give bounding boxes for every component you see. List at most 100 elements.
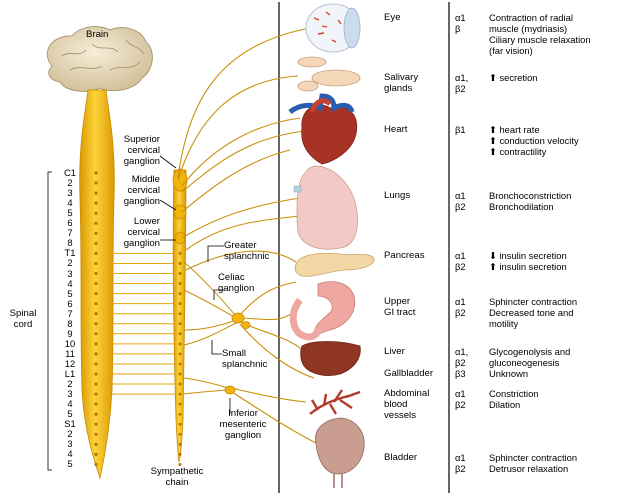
segment-label: 2 <box>67 257 73 269</box>
cord-segment-dot <box>94 281 98 286</box>
segment-label: 5 <box>67 207 73 219</box>
organ-effect: ⬆ heart rate ⬆ conduction velocity ⬆ con… <box>489 124 579 157</box>
cord-segment-dot <box>94 372 98 376</box>
celiac-ganglion-label: Celiac ganglion <box>218 272 255 294</box>
cord-segment-dot <box>94 342 98 346</box>
leader-lines <box>47 155 231 471</box>
cord-segment-dot <box>94 191 98 195</box>
organ-name: Liver <box>384 346 405 357</box>
cord-segment-dot <box>94 362 98 366</box>
stomach-illustration <box>289 281 356 341</box>
receptor-type: β1 <box>455 124 466 135</box>
organ-effect: Contraction of radial muscle (mydriasis)… <box>489 12 591 56</box>
segment-label: 5 <box>67 408 73 420</box>
small-splanchnic-label: Small splanchnic <box>222 348 268 370</box>
cord-segment-dot <box>94 312 98 316</box>
cord-segment-dot <box>94 302 98 306</box>
cord-segment-dot <box>94 211 98 215</box>
organ-effect: ⬆ secretion <box>489 72 538 83</box>
segment-label: 3 <box>67 438 73 450</box>
lungs-illustration <box>293 165 358 250</box>
cord-segment-dot <box>94 352 98 356</box>
chain-ganglion-dot <box>178 312 182 316</box>
organ-effect: Constriction Dilation <box>489 388 539 410</box>
middle-cervical-ganglion-node <box>173 204 187 220</box>
segment-label: 5 <box>67 458 73 470</box>
segment-label: C1 <box>64 167 76 178</box>
organ-name: Abdominal blood vessels <box>384 388 430 421</box>
organ-name: Salivary glands <box>384 72 419 94</box>
segment-label: 11 <box>65 347 75 359</box>
sympathetic-chain-label: Sympathetic chain <box>150 466 204 488</box>
segment-label: 2 <box>67 177 73 189</box>
cord-segment-dot <box>94 201 98 205</box>
chain-ganglion-dot <box>178 282 182 286</box>
eye-illustration <box>305 3 361 53</box>
chain-ganglion-dot <box>178 261 182 265</box>
segment-label: S1 <box>64 418 76 430</box>
segment-label: 10 <box>64 337 76 349</box>
bladder-illustration <box>315 417 365 488</box>
organ-effect: Unknown <box>489 368 529 379</box>
organ-name: Bladder <box>384 452 418 463</box>
cord-segment-dot <box>94 412 98 416</box>
segment-label: 7 <box>67 227 73 239</box>
cord-segment-dot <box>94 261 98 266</box>
spinal-cord-label: Spinal cord <box>9 308 37 330</box>
chain-ganglion-dot <box>178 452 182 456</box>
segment-label: 5 <box>67 287 73 299</box>
organ-name: Pancreas <box>384 250 425 261</box>
cord-segment-dot <box>94 442 98 446</box>
chain-ganglion-dot <box>178 322 182 326</box>
receptor-type: α1, β2 <box>455 72 469 94</box>
liver-illustration <box>300 341 361 376</box>
chain-ganglion-dot <box>178 402 182 406</box>
celiac-ganglion-node <box>231 312 251 329</box>
chain-ganglion-dot <box>178 362 182 366</box>
cord-segment-dot <box>94 241 98 245</box>
lower-cervical-ganglion-node <box>174 231 186 245</box>
segment-label: 3 <box>67 388 73 400</box>
segment-label: 3 <box>67 187 73 199</box>
cord-segment-dot <box>94 382 98 386</box>
receptor-type: α1, β2 <box>455 346 469 368</box>
chain-ganglion-dot <box>178 272 182 275</box>
segment-label: 4 <box>67 197 73 209</box>
chain-ganglion-dot <box>178 412 182 416</box>
segment-label: 8 <box>67 237 73 249</box>
cord-segment-dot <box>94 181 98 185</box>
chain-ganglion-dot <box>178 462 182 466</box>
cord-segment-dot <box>94 221 98 225</box>
inferior-mesenteric-ganglion-label: Inferior mesenteric ganglion <box>219 408 267 441</box>
segment-label: 12 <box>64 357 76 369</box>
cord-segment-dot <box>94 422 98 426</box>
organ-name: Lungs <box>384 190 411 201</box>
receptor-type: α1 β2 <box>455 296 466 318</box>
segment-label: T1 <box>64 247 76 259</box>
chain-ganglion-dot <box>178 251 182 255</box>
chain-ganglion-dot <box>178 342 182 346</box>
blood-vessels-illustration <box>309 389 361 415</box>
cord-segment-dot <box>94 231 98 235</box>
heart-illustration <box>288 93 358 165</box>
middle-cervical-ganglion-label: Middle cervical ganglion <box>123 174 160 207</box>
organ-name: Gallbladder <box>384 368 434 379</box>
segment-label: 3 <box>67 267 73 279</box>
organ-effect: Sphincter contraction Decreased tone and… <box>489 296 578 329</box>
brain-illustration <box>46 26 153 92</box>
receptor-type: α1 β2 <box>455 190 466 212</box>
segment-label: 4 <box>67 277 73 289</box>
organ-name: Eye <box>384 12 401 23</box>
organ-effect: Sphincter contraction Detrusor relaxatio… <box>489 452 578 474</box>
receptor-type: β3 <box>455 368 466 379</box>
brain-label: Brain <box>86 29 109 40</box>
segment-label: 2 <box>67 428 73 440</box>
receptor-type: α1 β2 <box>455 388 466 410</box>
segment-label: 4 <box>67 448 73 460</box>
cord-segment-dot <box>94 432 98 436</box>
chain-ganglion-dot <box>178 442 182 446</box>
segment-label: L1 <box>64 368 76 379</box>
chain-ganglion-dot <box>178 372 182 376</box>
